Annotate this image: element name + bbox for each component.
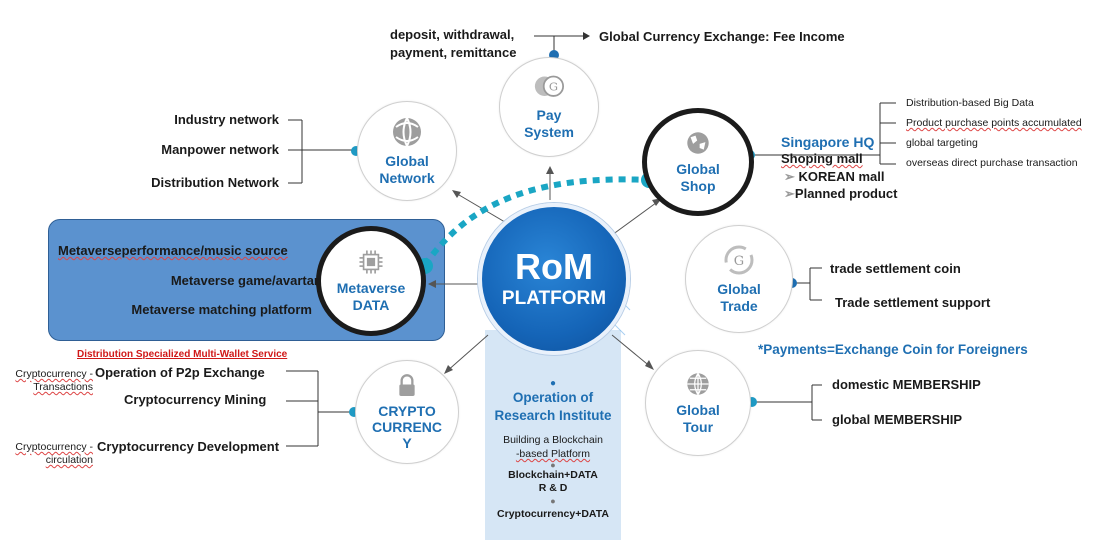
crypto-small-1: Cryptocurrency -Transactions — [15, 368, 93, 393]
tour-item-2: global MEMBERSHIP — [832, 412, 963, 427]
pay-right-text: Global Currency Exchange: Fee Income — [599, 29, 845, 44]
rom-platform-circle[interactable]: RoM PLATFORM — [478, 203, 630, 355]
crypto-red-title: Distribution Specialized Multi-Wallet Se… — [77, 349, 288, 360]
shop-hq: Singapore HQ — [781, 134, 875, 150]
center-subtitle: PLATFORM — [501, 288, 607, 309]
shop-right-item-3: global targeting — [906, 137, 978, 149]
meta-item-3: Metaverse matching platform — [131, 302, 312, 317]
crypto-small-3: Cryptocurrency -circulation — [15, 441, 93, 466]
chip-icon — [359, 250, 383, 274]
shop-mall: Shoping mall — [781, 151, 863, 166]
research-bullet-1: ● — [549, 378, 557, 389]
pay-left-text: deposit, withdrawal,payment, remittance — [390, 27, 517, 60]
crypto-item-2: Cryptocurrency Mining — [124, 392, 267, 407]
network-item-1: Industry network — [174, 112, 279, 127]
globe-shop-icon — [687, 132, 709, 154]
coin-g-icon: G — [534, 75, 564, 97]
research-line-1: Building a Blockchain-based Platform — [503, 434, 603, 460]
network-item-2: Manpower network — [161, 142, 279, 157]
payments-note: *Payments=Exchange Coin for Foreigners — [758, 342, 1028, 357]
crypto-item-1: Operation of P2p Exchange — [95, 365, 265, 380]
meta-item-2: Metaverse game/avartar — [170, 273, 319, 288]
shop-right-item-2: Product purchase points accumulated — [906, 117, 1082, 129]
shop-sub-2: ➢Planned product — [784, 186, 898, 201]
center-title: RoM — [515, 246, 593, 287]
shop-sub-1: ➢ KOREAN mall — [784, 169, 885, 184]
tour-item-1: domestic MEMBERSHIP — [832, 377, 981, 392]
svg-text:G: G — [549, 80, 558, 94]
trade-item-2: Trade settlement support — [835, 295, 991, 310]
coin-cycle-icon: G — [724, 245, 754, 275]
crypto-item-3: Cryptocurrency Development — [97, 439, 280, 454]
svg-text:G: G — [734, 254, 744, 269]
research-item-3: Cryptocurrency+DATA — [497, 508, 609, 520]
shop-right-item-1: Distribution-based Big Data — [906, 97, 1034, 109]
research-panel — [485, 330, 621, 540]
globe-network-icon — [393, 117, 421, 147]
meta-item-1: Metaverseperformance/music source — [58, 243, 288, 258]
research-bullet-3: ● — [550, 496, 556, 506]
trade-item-1: trade settlement coin — [830, 261, 961, 276]
lock-icon — [399, 374, 415, 396]
research-bullet-2: ● — [550, 460, 556, 470]
shop-right-item-4: overseas direct purchase transaction — [906, 157, 1078, 169]
globe-icon — [687, 372, 709, 396]
network-item-3: Distribution Network — [151, 175, 279, 190]
